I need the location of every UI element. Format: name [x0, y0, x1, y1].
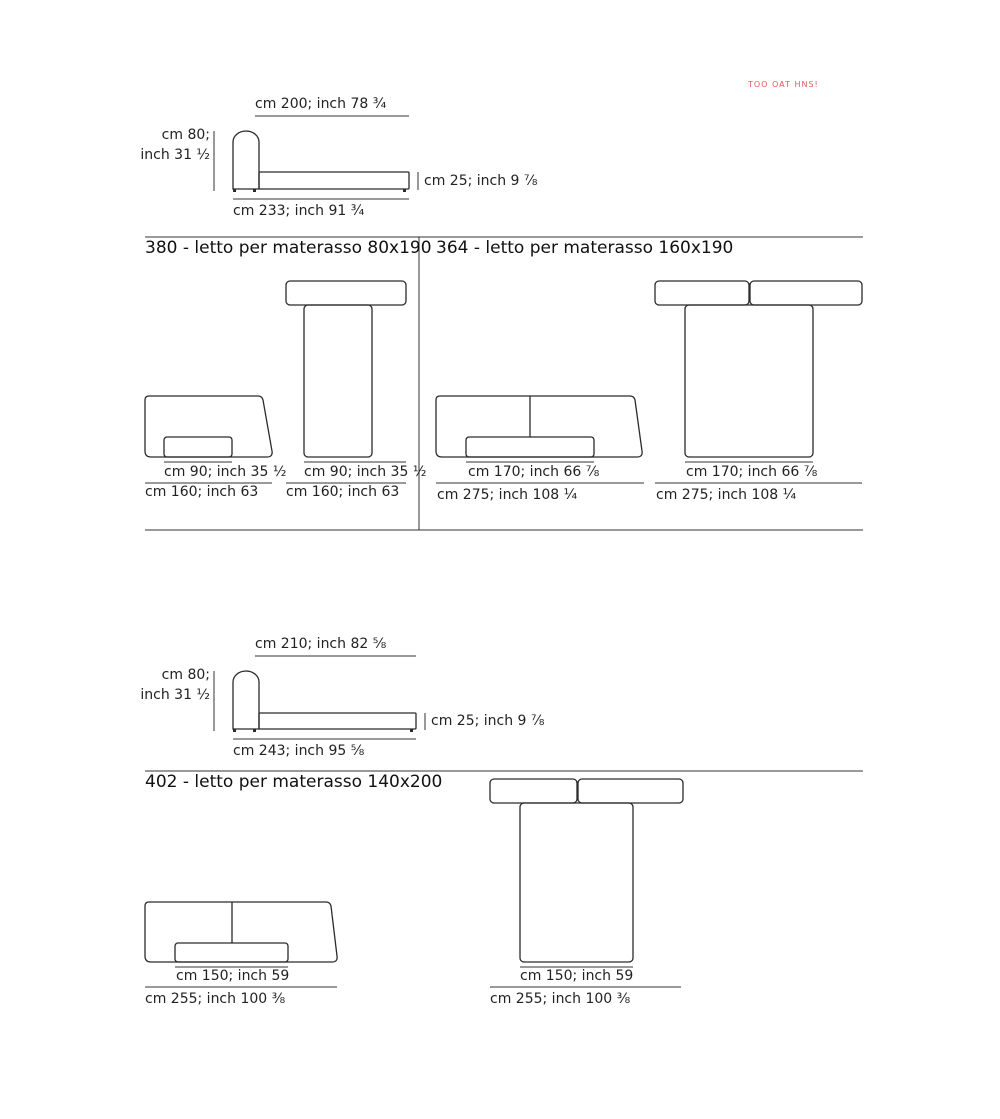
bed-402-top-width-inner: cm 150; inch 59 — [520, 968, 634, 984]
bed-380-top-width-inner: cm 90; inch 35 ½ — [304, 464, 427, 480]
foot-1a — [233, 189, 236, 192]
foot-2b — [253, 729, 256, 732]
bed-364-top-view — [654, 280, 863, 484]
bed-380-top-headboard — [285, 280, 407, 306]
bed-frame-side-2 — [258, 712, 417, 730]
side2-frame-height: cm 25; inch 9 ⅞ — [431, 713, 545, 729]
bed-380-front-view — [144, 395, 273, 484]
bed-402-top-view — [489, 778, 684, 988]
side1-length-top: cm 200; inch 78 ¾ — [255, 96, 387, 112]
side2-height-b: inch 31 ½ — [140, 687, 210, 703]
side-view-1 — [213, 115, 419, 200]
bed-380-front-width-inner: cm 90; inch 35 ½ — [164, 464, 287, 480]
foot-1b — [253, 189, 256, 192]
foot-2a — [233, 729, 236, 732]
side2-height-a: cm 80; — [161, 667, 210, 683]
bed-364-top-width-outer: cm 275; inch 108 ¼ — [656, 487, 797, 503]
headboard-side-1 — [232, 130, 260, 190]
bed-402-top-headboard-left — [489, 778, 578, 804]
bed-364-top-headboard-right — [749, 280, 863, 306]
bed-402-front-width-inner: cm 150; inch 59 — [176, 968, 290, 984]
bed-402-front-view — [144, 901, 338, 988]
bed-364-front-view — [435, 395, 644, 484]
bed-380-top-width-outer: cm 160; inch 63 — [286, 484, 400, 500]
bed-380-front-width-outer: cm 160; inch 63 — [145, 484, 259, 500]
bed-364-top-mattress — [684, 304, 814, 458]
bed-402-front-width-outer: cm 255; inch 100 ⅜ — [145, 991, 286, 1007]
side1-frame-height: cm 25; inch 9 ⅞ — [424, 173, 538, 189]
bed-402-top-mattress — [519, 802, 634, 963]
foot-1c — [403, 189, 406, 192]
foot-2c — [410, 729, 413, 732]
bed-380-front-pillow — [163, 436, 233, 458]
side-view-2 — [213, 655, 426, 740]
side1-height-b: inch 31 ½ — [140, 147, 210, 163]
bed-380-front-body — [144, 395, 273, 458]
bed-380-top-view — [285, 280, 407, 484]
bed-402-top-width-outer: cm 255; inch 100 ⅜ — [490, 991, 631, 1007]
bed-364-front-body — [435, 395, 643, 458]
bed-364-front-width-outer: cm 275; inch 108 ¼ — [437, 487, 578, 503]
corner-note: TOO OAT HNS! — [748, 80, 819, 89]
bed-364-top-width-inner: cm 170; inch 66 ⅞ — [686, 464, 818, 480]
headboard-side-2 — [232, 670, 260, 730]
bed-364-front-width-inner: cm 170; inch 66 ⅞ — [468, 464, 600, 480]
bed-380-title: 380 - letto per materasso 80x190 — [145, 238, 432, 258]
side2-length-bottom: cm 243; inch 95 ⅝ — [233, 743, 365, 759]
bed-364-title: 364 - letto per materasso 160x190 — [436, 238, 734, 258]
bed-402-front-pillow — [174, 942, 289, 963]
bed-402-top-headboard-right — [577, 778, 684, 804]
bed-364-top-headboard-left — [654, 280, 750, 306]
bed-402-title: 402 - letto per materasso 140x200 — [145, 772, 443, 792]
side1-length-bottom: cm 233; inch 91 ¾ — [233, 203, 365, 219]
side1-height-a: cm 80; — [161, 127, 210, 143]
bed-364-front-pillow — [465, 436, 595, 458]
bed-frame-side-1 — [258, 171, 410, 190]
side2-length-top: cm 210; inch 82 ⅝ — [255, 636, 387, 652]
bed-402-front-body — [144, 901, 338, 963]
bed-380-top-mattress — [303, 304, 373, 458]
